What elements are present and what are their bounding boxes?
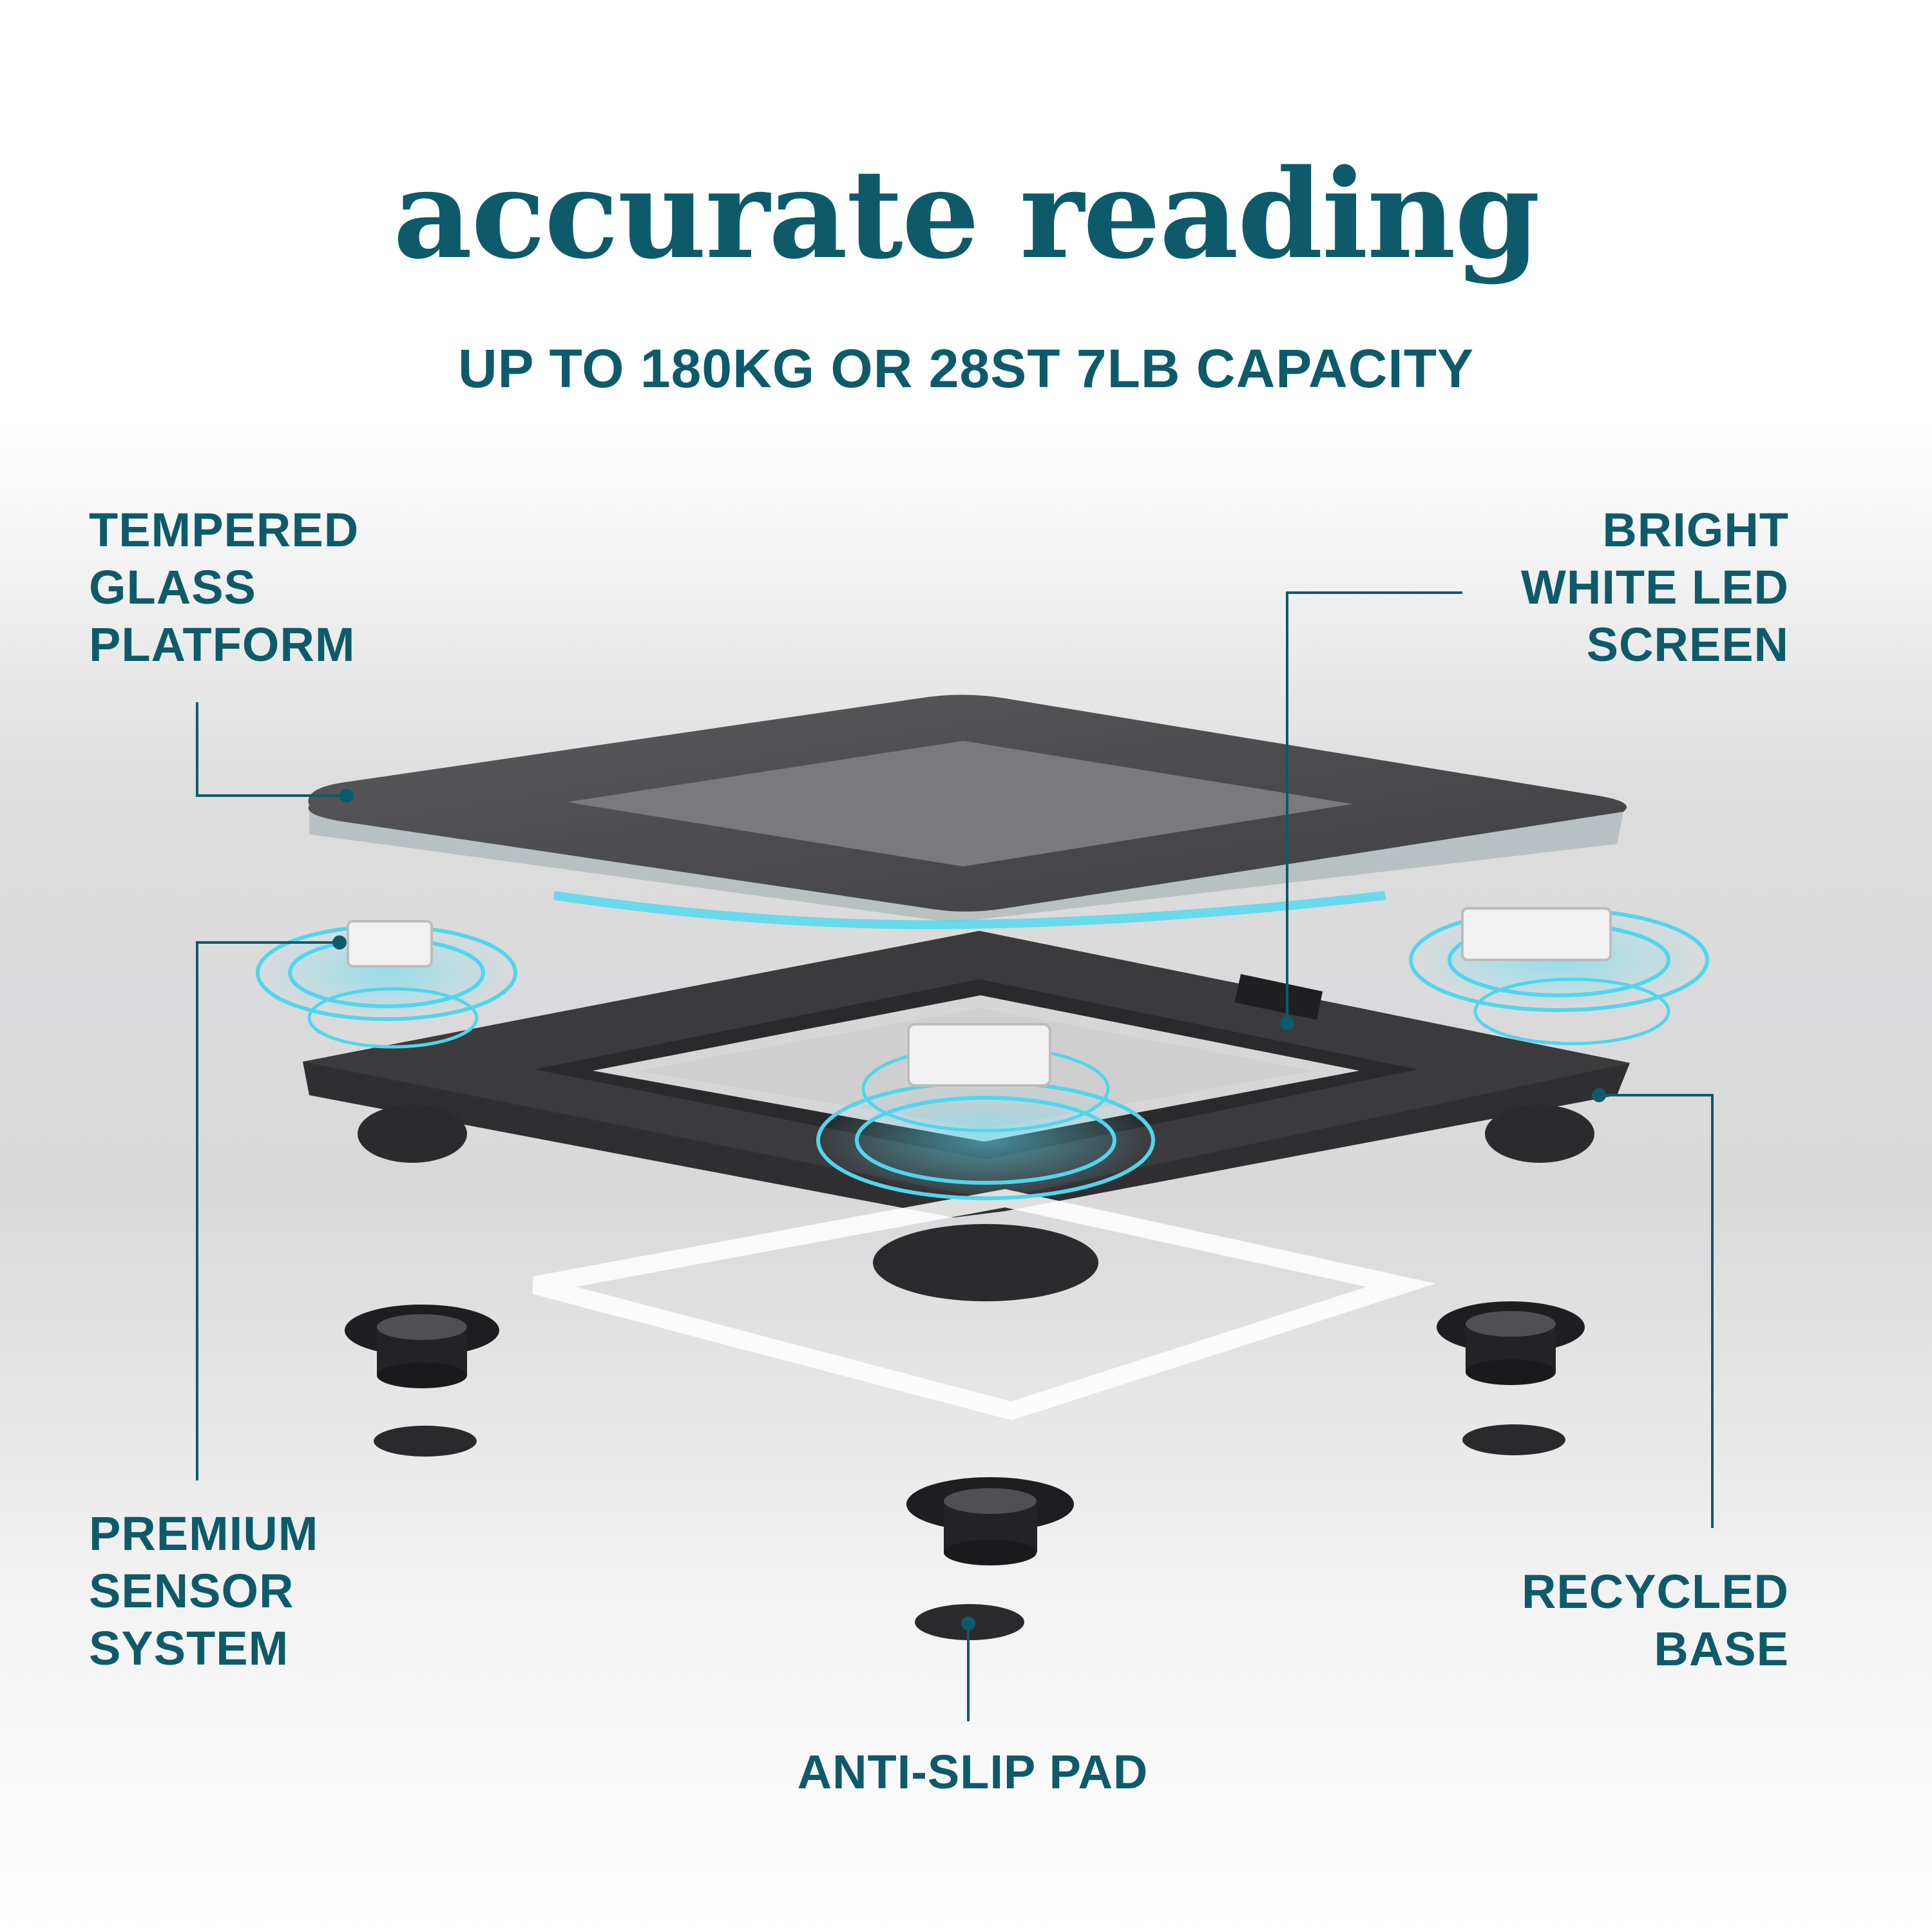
callout-tempered-glass: TEMPERED GLASS PLATFORM	[89, 501, 359, 673]
callout-line: PLATFORM	[89, 618, 356, 671]
callout-line: SYSTEM	[89, 1621, 289, 1675]
foot-right	[1437, 1301, 1585, 1385]
sensor-glow-right	[1409, 907, 1709, 1046]
callout-sensor-system: PREMIUM SENSOR SYSTEM	[89, 1505, 318, 1677]
callout-line: PREMIUM	[89, 1507, 319, 1560]
foot-left	[345, 1305, 499, 1388]
callout-line: BASE	[1654, 1622, 1789, 1676]
foot-center	[906, 1477, 1074, 1565]
leader-lines	[196, 591, 1714, 1721]
callout-line: SENSOR	[89, 1564, 294, 1618]
anti-slip-pad-right	[1462, 1424, 1565, 1455]
callout-line: SCREEN	[1586, 618, 1789, 671]
callout-recycled-base: RECYCLED BASE	[1522, 1563, 1789, 1678]
leader-dots	[332, 789, 1606, 1631]
page-subtitle: UP TO 180KG OR 28ST 7LB CAPACITY	[457, 338, 1475, 399]
callout-led-screen: BRIGHT WHITE LED SCREEN	[1521, 501, 1789, 673]
sensor-glow-left	[256, 920, 517, 1049]
translucent-bottom-frame	[532, 1189, 1436, 1420]
callout-line: WHITE LED	[1521, 560, 1789, 614]
tempered-glass-platform	[308, 694, 1627, 930]
callout-line: BRIGHT	[1602, 503, 1789, 557]
callout-line: ANTI-SLIP PAD	[797, 1745, 1149, 1799]
callout-line: GLASS	[89, 560, 256, 614]
callout-line: TEMPERED	[89, 503, 359, 557]
callout-line: RECYCLED	[1521, 1565, 1789, 1618]
page-title: accurate reading	[393, 142, 1540, 286]
anti-slip-pad-left	[374, 1426, 477, 1457]
sensor-glow-center	[816, 1023, 1155, 1200]
callout-anti-slip-pad: ANTI-SLIP PAD	[709, 1743, 1237, 1801]
